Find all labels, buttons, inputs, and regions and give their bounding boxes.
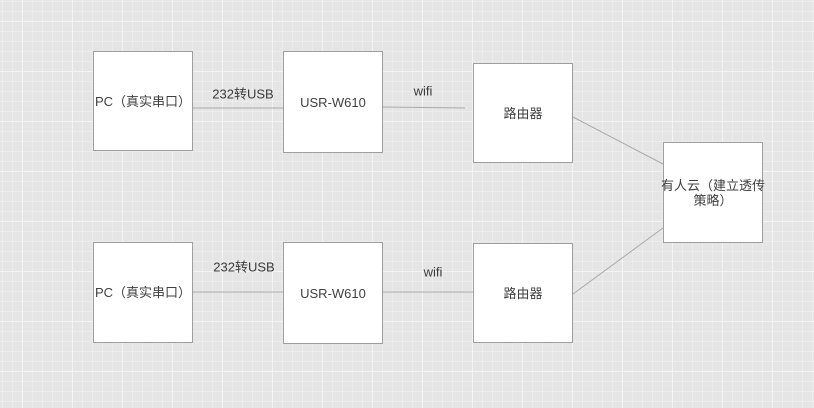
node-usr-cloud-label: 有人云（建立透传 策略） (661, 177, 766, 208)
edge-label-232-to-usb-top: 232转USB (212, 86, 274, 102)
node-pc-serial-top: PC（真实串口） (93, 51, 193, 151)
edge-router-cloud-top (572, 116, 664, 165)
edge-usr-router-top (382, 106, 466, 109)
edge-label-wifi-top: wifi (413, 83, 433, 99)
edge-router-cloud-bottom (572, 227, 664, 295)
node-pc-serial-top-label: PC（真实串口） (94, 93, 192, 109)
node-pc-serial-bottom-label: PC（真实串口） (94, 285, 192, 300)
node-usr-cloud: 有人云（建立透传 策略） (661, 142, 766, 243)
edge-label-wifi-bottom: wifi (423, 264, 443, 280)
node-router-bottom: 路由器 (473, 243, 573, 343)
node-usr-w610-bottom-label: USR-W610 (300, 285, 366, 301)
node-router-bottom-label: 路由器 (503, 285, 543, 301)
edge-label-232-to-usb-bottom: 232转USB (213, 259, 275, 275)
node-usr-w610-bottom: USR-W610 (283, 242, 383, 344)
node-usr-w610-top: USR-W610 (283, 51, 383, 153)
node-router-top-label: 路由器 (503, 105, 543, 121)
node-pc-serial-bottom: PC（真实串口） (93, 242, 193, 343)
node-router-top: 路由器 (473, 63, 573, 163)
node-usr-w610-top-label: USR-W610 (300, 94, 366, 110)
